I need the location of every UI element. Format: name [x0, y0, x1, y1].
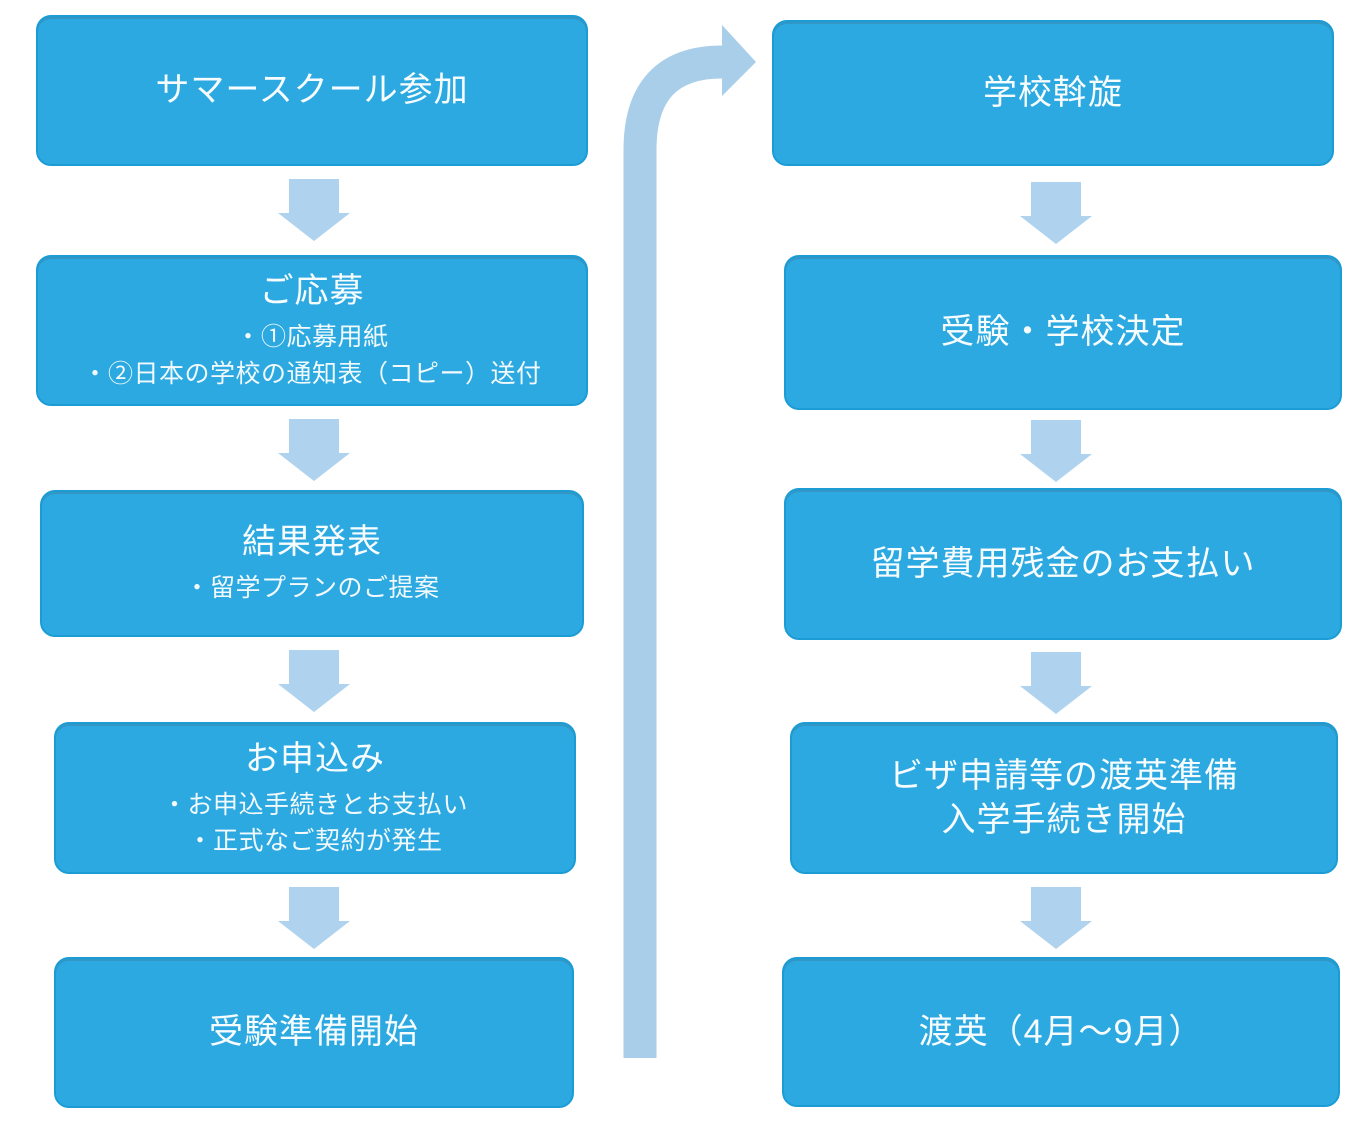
step-detail: ・正式なご契約が発生 [187, 827, 443, 856]
step-results-announcement: 結果発表 ・留学プランのご提案 [40, 490, 584, 637]
down-arrow-icon [1020, 887, 1092, 949]
step-signup: お申込み ・お申込手続きとお支払い ・正式なご契約が発生 [54, 722, 576, 874]
step-balance-payment: 留学費用残金のお支払い [784, 488, 1342, 640]
step-title: 学校斡旋 [983, 73, 1123, 112]
step-departure-to-uk: 渡英（4月～9月） [782, 957, 1340, 1107]
step-title: 受験準備開始 [209, 1013, 419, 1052]
step-title: ご応募 [259, 272, 365, 311]
step-title-line2: 入学手続き開始 [941, 801, 1187, 839]
step-detail: ・①応募用紙 [235, 323, 389, 352]
step-exam-prep-start: 受験準備開始 [54, 957, 574, 1108]
down-arrow-icon [278, 650, 350, 712]
step-school-arrangement: 学校斡旋 [772, 20, 1334, 166]
step-detail: ・お申込手続きとお支払い [161, 790, 468, 819]
down-arrow-icon [278, 179, 350, 241]
step-title: お申込み [245, 739, 385, 778]
down-arrow-icon [1020, 652, 1092, 714]
step-detail: ・②日本の学校の通知表（コピー）送付 [82, 359, 542, 388]
step-exam-school-decision: 受験・学校決定 [784, 255, 1342, 410]
down-arrow-icon [1020, 420, 1092, 482]
step-title: 渡英（4月～9月） [918, 1012, 1204, 1051]
step-title: ビザ申請等の渡英準備 [889, 756, 1239, 795]
step-details: ・①応募用紙 ・②日本の学校の通知表（コピー）送付 [82, 319, 541, 392]
step-visa-and-enrollment-prep: ビザ申請等の渡英準備 入学手続き開始 [790, 722, 1338, 874]
step-title: 受験・学校決定 [940, 313, 1186, 352]
step-title: サマースクール参加 [155, 71, 469, 110]
step-detail: ・留学プランのご提案 [184, 574, 440, 603]
step-application: ご応募 ・①応募用紙 ・②日本の学校の通知表（コピー）送付 [36, 255, 588, 406]
step-details: ・お申込手続きとお支払い ・正式なご契約が発生 [162, 787, 468, 860]
down-arrow-icon [1020, 182, 1092, 244]
step-summer-school: サマースクール参加 [36, 15, 588, 166]
step-title: 留学費用残金のお支払い [870, 544, 1256, 583]
down-arrow-icon [278, 419, 350, 481]
step-details: ・留学プランのご提案 [184, 570, 439, 606]
step-title: 結果発表 [242, 523, 382, 562]
down-arrow-icon [278, 887, 350, 949]
